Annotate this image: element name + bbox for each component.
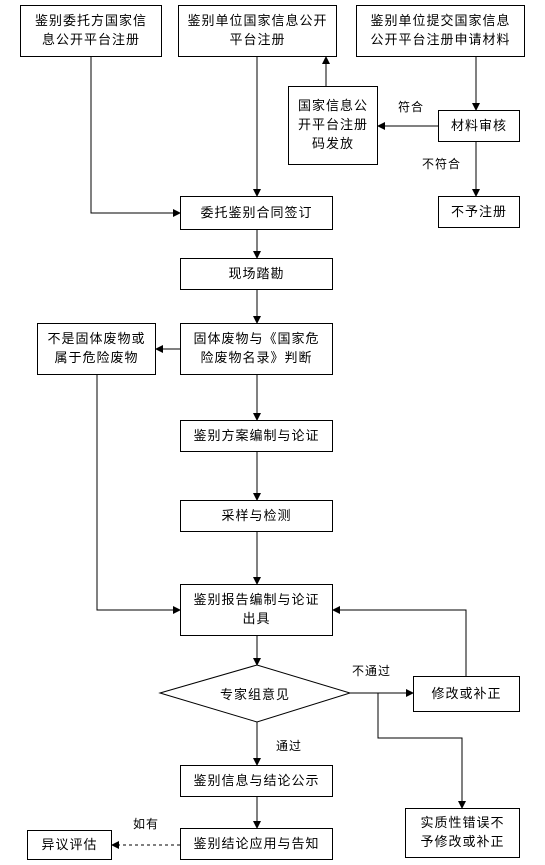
- box-line: 鉴别结论应用与告知: [193, 836, 320, 852]
- box-line: 不予注册: [450, 204, 507, 220]
- box-line: 鉴别单位提交国家信息: [370, 14, 511, 29]
- box-line: 国家信息公: [297, 99, 368, 114]
- box-line: 实质性错误不: [420, 816, 505, 831]
- report-preparation-box: 鉴别报告编制与论证 出具: [180, 584, 333, 636]
- box-line: 异议评估: [41, 837, 98, 853]
- box-line: 鉴别方案编制与论证: [193, 428, 320, 444]
- not-solid-waste-box: 不是固体废物或 属于危险废物: [37, 323, 156, 375]
- sampling-testing-box: 采样与检测: [180, 500, 333, 532]
- box-line: 出具: [242, 612, 271, 627]
- plan-preparation-box: 鉴别方案编制与论证: [180, 420, 333, 452]
- box-line: 委托鉴别合同签订: [200, 205, 313, 221]
- arrow-client-to-contract: [90, 57, 181, 217]
- conclusion-application-box: 鉴别结论应用与告知: [180, 828, 333, 860]
- arrow-not-solid-to-report: [96, 375, 181, 614]
- box-line: 予修改或补正: [420, 835, 505, 850]
- box-line: 鉴别委托方国家信: [34, 14, 147, 29]
- edge-label-unqualified: 不符合: [422, 157, 462, 171]
- box-line: 公开平台注册申请材料: [370, 33, 511, 48]
- revise-box: 修改或补正: [413, 676, 520, 712]
- publicity-box: 鉴别信息与结论公示: [180, 765, 333, 797]
- arrow-opinion-to-substantive: [377, 693, 466, 809]
- lab-application-box: 鉴别单位提交国家信息 公开平台注册申请材料: [356, 5, 525, 57]
- solid-waste-judgement-box: 固体废物与《国家危 险废物名录》判断: [180, 323, 333, 375]
- box-line: 现场踏勘: [228, 266, 285, 282]
- box-line: 鉴别单位国家信息公开: [187, 14, 328, 29]
- contract-signing-box: 委托鉴别合同签订: [180, 196, 333, 230]
- arrow-revise-to-report: [332, 606, 467, 676]
- substantive-error-box: 实质性错误不 予修改或补正: [405, 808, 520, 858]
- box-line: 材料审核: [450, 118, 507, 134]
- edge-label-passed: 通过: [276, 739, 303, 753]
- box-line: 险废物名录》判断: [200, 351, 313, 366]
- box-line: 开平台注册: [297, 118, 368, 133]
- edge-label-failed: 不通过: [352, 664, 392, 678]
- box-line: 不是固体废物或: [47, 332, 146, 347]
- box-line: 修改或补正: [431, 686, 502, 702]
- edge-label-qualified: 符合: [398, 100, 425, 114]
- client-registration-box: 鉴别委托方国家信 息公开平台注册: [20, 5, 162, 57]
- code-issuance-box: 国家信息公 开平台注册 码发放: [288, 86, 378, 165]
- box-line: 平台注册: [229, 33, 286, 48]
- site-survey-box: 现场踏勘: [180, 258, 333, 290]
- box-line: 采样与检测: [221, 508, 292, 524]
- material-review-box: 材料审核: [438, 110, 520, 142]
- objection-assessment-box: 异议评估: [27, 830, 112, 860]
- box-line: 码发放: [311, 137, 354, 152]
- box-line: 鉴别报告编制与论证: [193, 593, 320, 608]
- lab-registration-box: 鉴别单位国家信息公开 平台注册: [178, 5, 337, 57]
- expert-opinion-label: 专家组意见: [219, 688, 290, 703]
- box-line: 属于危险废物: [54, 351, 139, 366]
- edge-label-if-any: 如有: [133, 817, 160, 831]
- box-line: 固体废物与《国家危: [193, 332, 320, 347]
- reject-registration-box: 不予注册: [438, 196, 520, 228]
- box-line: 息公开平台注册: [41, 33, 140, 48]
- box-line: 鉴别信息与结论公示: [193, 773, 320, 789]
